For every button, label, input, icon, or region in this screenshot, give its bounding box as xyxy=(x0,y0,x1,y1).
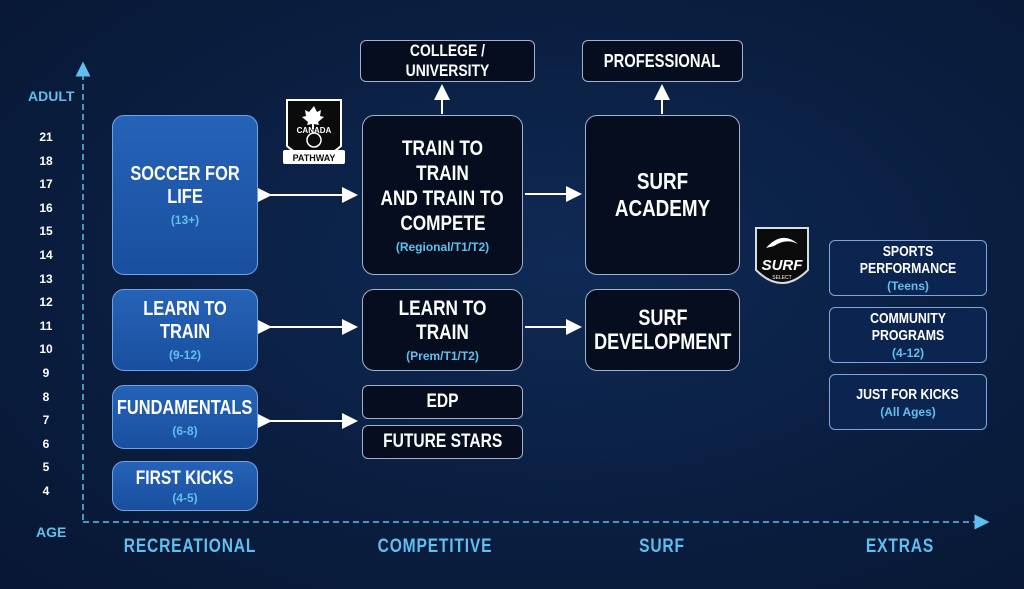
age-scale: 21 18 17 16 15 14 13 12 11 10 9 8 7 6 5 4 xyxy=(26,126,66,504)
age-tick: 5 xyxy=(42,460,50,475)
future-stars-box: FUTURE STARS xyxy=(362,425,523,459)
soccer-for-life-title: SOCCER FOR LIFE xyxy=(130,163,240,208)
community-programs-title: COMMUNITY PROGRAMS xyxy=(870,310,946,344)
rec-learn-to-train-title: LEARN TO TRAIN xyxy=(143,298,227,343)
train-to-train-box: TRAIN TO TRAIN AND TRAIN TO COMPETE (Reg… xyxy=(362,115,523,275)
fundamentals-box: FUNDAMENTALS (6-8) xyxy=(112,385,258,449)
column-label-extras: EXTRAS xyxy=(865,536,935,557)
age-tick: 17 xyxy=(39,177,53,192)
community-programs-sub: (4-12) xyxy=(891,346,924,360)
age-tick: 8 xyxy=(42,389,50,404)
future-stars-title: FUTURE STARS xyxy=(382,431,503,452)
first-kicks-title: FIRST KICKS xyxy=(136,467,234,489)
comp-learn-to-train-sub: (Prem/T1/T2) xyxy=(406,349,479,363)
column-label-competitive: COMPETITIVE xyxy=(377,536,493,557)
surf-academy-box: SURF ACADEMY xyxy=(585,115,740,275)
pathway-badge-text: PATHWAY xyxy=(293,153,336,163)
surf-academy-title: SURF ACADEMY xyxy=(614,168,711,221)
age-tick: 16 xyxy=(39,200,53,215)
just-for-kicks-box: JUST FOR KICKS (All Ages) xyxy=(829,374,987,430)
canada-badge-text: CANADA xyxy=(297,126,332,135)
train-to-train-title-line2: AND TRAIN TO xyxy=(380,187,505,210)
canada-pathway-badge: CANADA PATHWAY xyxy=(281,96,347,172)
train-to-train-title-line3: COMPETE xyxy=(399,212,486,235)
surf-development-title-line2: DEVELOPMENT xyxy=(593,329,732,354)
first-kicks-box: FIRST KICKS (4-5) xyxy=(112,461,258,511)
just-for-kicks-sub: (All Ages) xyxy=(880,404,936,419)
age-tick: 4 xyxy=(42,483,50,498)
fundamentals-title: FUNDAMENTALS xyxy=(117,396,253,419)
surf-badge-text: SURF xyxy=(762,257,804,274)
just-for-kicks-title: JUST FOR KICKS xyxy=(856,385,960,403)
comp-learn-to-train-title: LEARN TO TRAIN xyxy=(398,297,487,344)
age-tick: 11 xyxy=(39,318,53,333)
train-to-train-title-line1: TRAIN TO TRAIN xyxy=(401,137,484,185)
professional-box: PROFESSIONAL xyxy=(582,40,743,82)
surf-development-title-line1: SURF xyxy=(637,305,688,330)
age-tick: 9 xyxy=(42,365,50,380)
college-university-title: COLLEGE / UNIVERSITY xyxy=(405,41,490,80)
rec-learn-to-train-sub: (9-12) xyxy=(168,348,201,362)
age-tick: 6 xyxy=(42,436,50,451)
train-to-train-sub: (Regional/T1/T2) xyxy=(395,240,490,254)
sports-performance-sub: (Teens) xyxy=(887,279,929,293)
edp-box: EDP xyxy=(362,385,523,419)
select-badge-text: SELECT xyxy=(772,275,791,281)
surf-select-badge: SURF SELECT xyxy=(752,224,812,298)
age-tick: 7 xyxy=(42,413,50,428)
age-tick: 18 xyxy=(39,153,53,168)
sports-performance-box: SPORTS PERFORMANCE (Teens) xyxy=(829,240,987,296)
college-university-box: COLLEGE / UNIVERSITY xyxy=(360,40,535,82)
community-programs-box: COMMUNITY PROGRAMS (4-12) xyxy=(829,307,987,363)
age-tick: 13 xyxy=(39,271,53,286)
comp-learn-to-train-box: LEARN TO TRAIN (Prem/T1/T2) xyxy=(362,289,523,371)
edp-title: EDP xyxy=(426,391,459,412)
y-axis-top-label: ADULT xyxy=(28,88,75,104)
surf-development-box: SURF DEVELOPMENT xyxy=(585,289,740,371)
age-tick: 21 xyxy=(39,130,53,144)
y-axis-bottom-label: AGE xyxy=(36,524,67,540)
soccer-for-life-sub: (13+) xyxy=(170,213,200,227)
fundamentals-sub: (6-8) xyxy=(172,423,198,438)
soccer-for-life-box: SOCCER FOR LIFE (13+) xyxy=(112,115,258,275)
age-tick: 12 xyxy=(39,295,53,310)
age-tick: 15 xyxy=(39,224,53,239)
first-kicks-sub: (4-5) xyxy=(172,490,198,505)
column-label-recreational: RECREATIONAL xyxy=(123,536,257,557)
professional-title: PROFESSIONAL xyxy=(604,50,721,71)
column-label-surf: SURF xyxy=(639,536,685,557)
sports-performance-title: SPORTS PERFORMANCE xyxy=(859,243,957,277)
age-tick: 14 xyxy=(39,247,53,262)
age-tick: 10 xyxy=(39,342,53,357)
rec-learn-to-train-box: LEARN TO TRAIN (9-12) xyxy=(112,289,258,371)
